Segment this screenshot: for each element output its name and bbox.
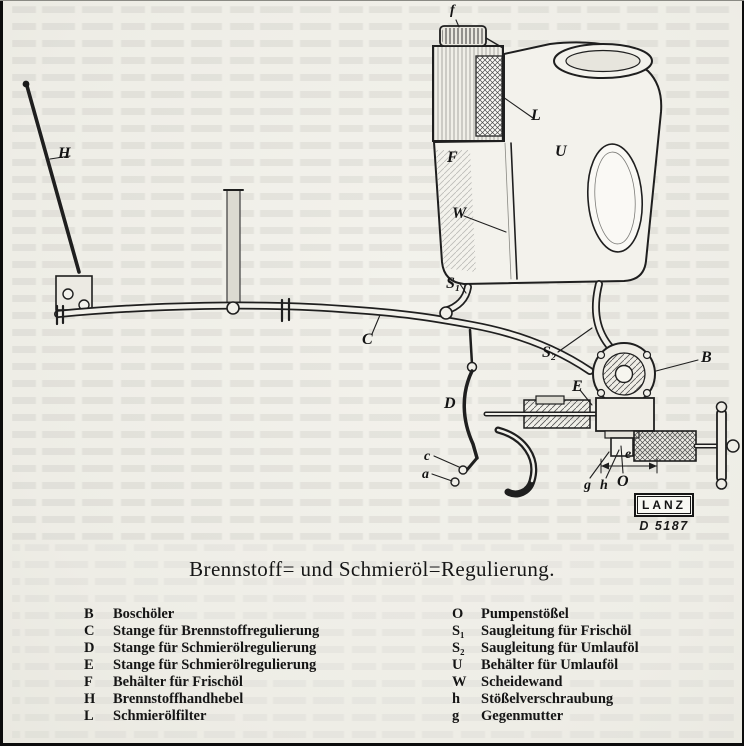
legend-key: D	[84, 640, 95, 656]
lanz-stamp-box: LANZ	[634, 493, 694, 517]
diagram-label-L: L	[531, 107, 541, 124]
legend-description: Stange für Brennstoffregulierung	[113, 623, 320, 639]
legend-item: g Gegenmutter	[452, 708, 732, 725]
legend-key: S₂	[452, 640, 465, 656]
scan-edge-left	[0, 0, 3, 746]
legend-key: h	[452, 691, 461, 707]
legend-item: L Schmierölfilter	[84, 708, 434, 725]
legend-description: Saugleitung für Frischöl	[481, 623, 632, 639]
legend-key: L	[84, 708, 94, 724]
legend-item: D Stange für Schmierölregulierung	[84, 640, 434, 657]
fuel-and-oil-regulation-diagram	[22, 19, 740, 498]
diagram-label-E: E	[572, 378, 583, 395]
legend-column-right: O Pumpenstößel S₁ Saugleitung für Frisch…	[452, 606, 732, 725]
legend-item: B Boschöler	[84, 606, 434, 623]
legend-description: Brennstoffhandhebel	[113, 691, 244, 707]
legend-description: Saugleitung für Umlauföl	[481, 640, 639, 656]
diagram-label-c: c	[424, 449, 431, 464]
legend-item: W Scheidewand	[452, 674, 732, 691]
legend-key: E	[84, 657, 94, 673]
legend-key: H	[84, 691, 96, 707]
legend-description: Boschöler	[113, 606, 175, 622]
legend-item: F Behälter für Frischöl	[84, 674, 434, 691]
diagram-label-f: f	[450, 3, 455, 18]
legend: B Boschöler C Stange für Brennstoffregul…	[0, 606, 744, 736]
legend-description: Scheidewand	[481, 674, 563, 690]
diagram-label-S2: S₂	[542, 344, 557, 361]
legend-item: U Behälter für Umlauföl	[452, 657, 732, 674]
diagram-label-C: C	[362, 331, 373, 348]
legend-description: Stange für Schmierölregulierung	[113, 640, 317, 656]
diagram-label-a: a	[422, 467, 429, 482]
legend-description: Schmierölfilter	[113, 708, 207, 724]
legend-item: O Pumpenstößel	[452, 606, 732, 623]
diagram-label-U: U	[555, 143, 567, 160]
diagram-label-h: h	[600, 478, 608, 493]
legend-description: Gegenmutter	[481, 708, 564, 724]
legend-key: g	[452, 708, 460, 724]
legend-description: Stößelverschraubung	[481, 691, 614, 707]
scan-edge-bottom	[0, 743, 744, 746]
legend-item: S₁ Saugleitung für Frischöl	[452, 623, 732, 640]
diagram-label-S1: S₁	[446, 275, 461, 292]
diagram-label-W: W	[452, 205, 467, 222]
diagram-label-H: H	[58, 145, 71, 162]
legend-key: O	[452, 606, 464, 622]
legend-item: C Stange für Brennstoffregulierung	[84, 623, 434, 640]
lanz-stamp-number: D 5187	[639, 519, 689, 533]
legend-description: Behälter für Frischöl	[113, 674, 243, 690]
legend-item: H Brennstoffhandhebel	[84, 691, 434, 708]
legend-item: E Stange für Schmierölregulierung	[84, 657, 434, 674]
legend-description: Pumpenstößel	[481, 606, 569, 622]
diagram-label-e: e	[625, 447, 632, 462]
diagram-label-O: O	[617, 473, 629, 490]
legend-key: W	[452, 674, 467, 690]
legend-key: C	[84, 623, 95, 639]
legend-key: S₁	[452, 623, 465, 639]
lanz-stamp: LANZ D 5187	[634, 493, 694, 533]
figure-caption: Brennstoff= und Schmieröl=Regulierung.	[189, 557, 555, 581]
diagram-label-D: D	[444, 395, 456, 412]
legend-key: F	[84, 674, 93, 690]
lanz-stamp-brand: LANZ	[637, 496, 691, 514]
diagram-label-F: F	[447, 149, 458, 166]
legend-key: B	[84, 606, 94, 622]
legend-item: S₂ Saugleitung für Umlauföl	[452, 640, 732, 657]
diagram-label-g: g	[584, 478, 591, 493]
scan-edge-right	[742, 0, 744, 746]
scan-edge-top	[0, 0, 744, 1]
legend-item: h Stößelverschraubung	[452, 691, 732, 708]
legend-column-left: B Boschöler C Stange für Brennstoffregul…	[84, 606, 434, 725]
legend-description: Stange für Schmierölregulierung	[113, 657, 317, 673]
diagram-label-B: B	[701, 349, 712, 366]
legend-description: Behälter für Umlauföl	[481, 657, 619, 673]
legend-key: U	[452, 657, 463, 673]
